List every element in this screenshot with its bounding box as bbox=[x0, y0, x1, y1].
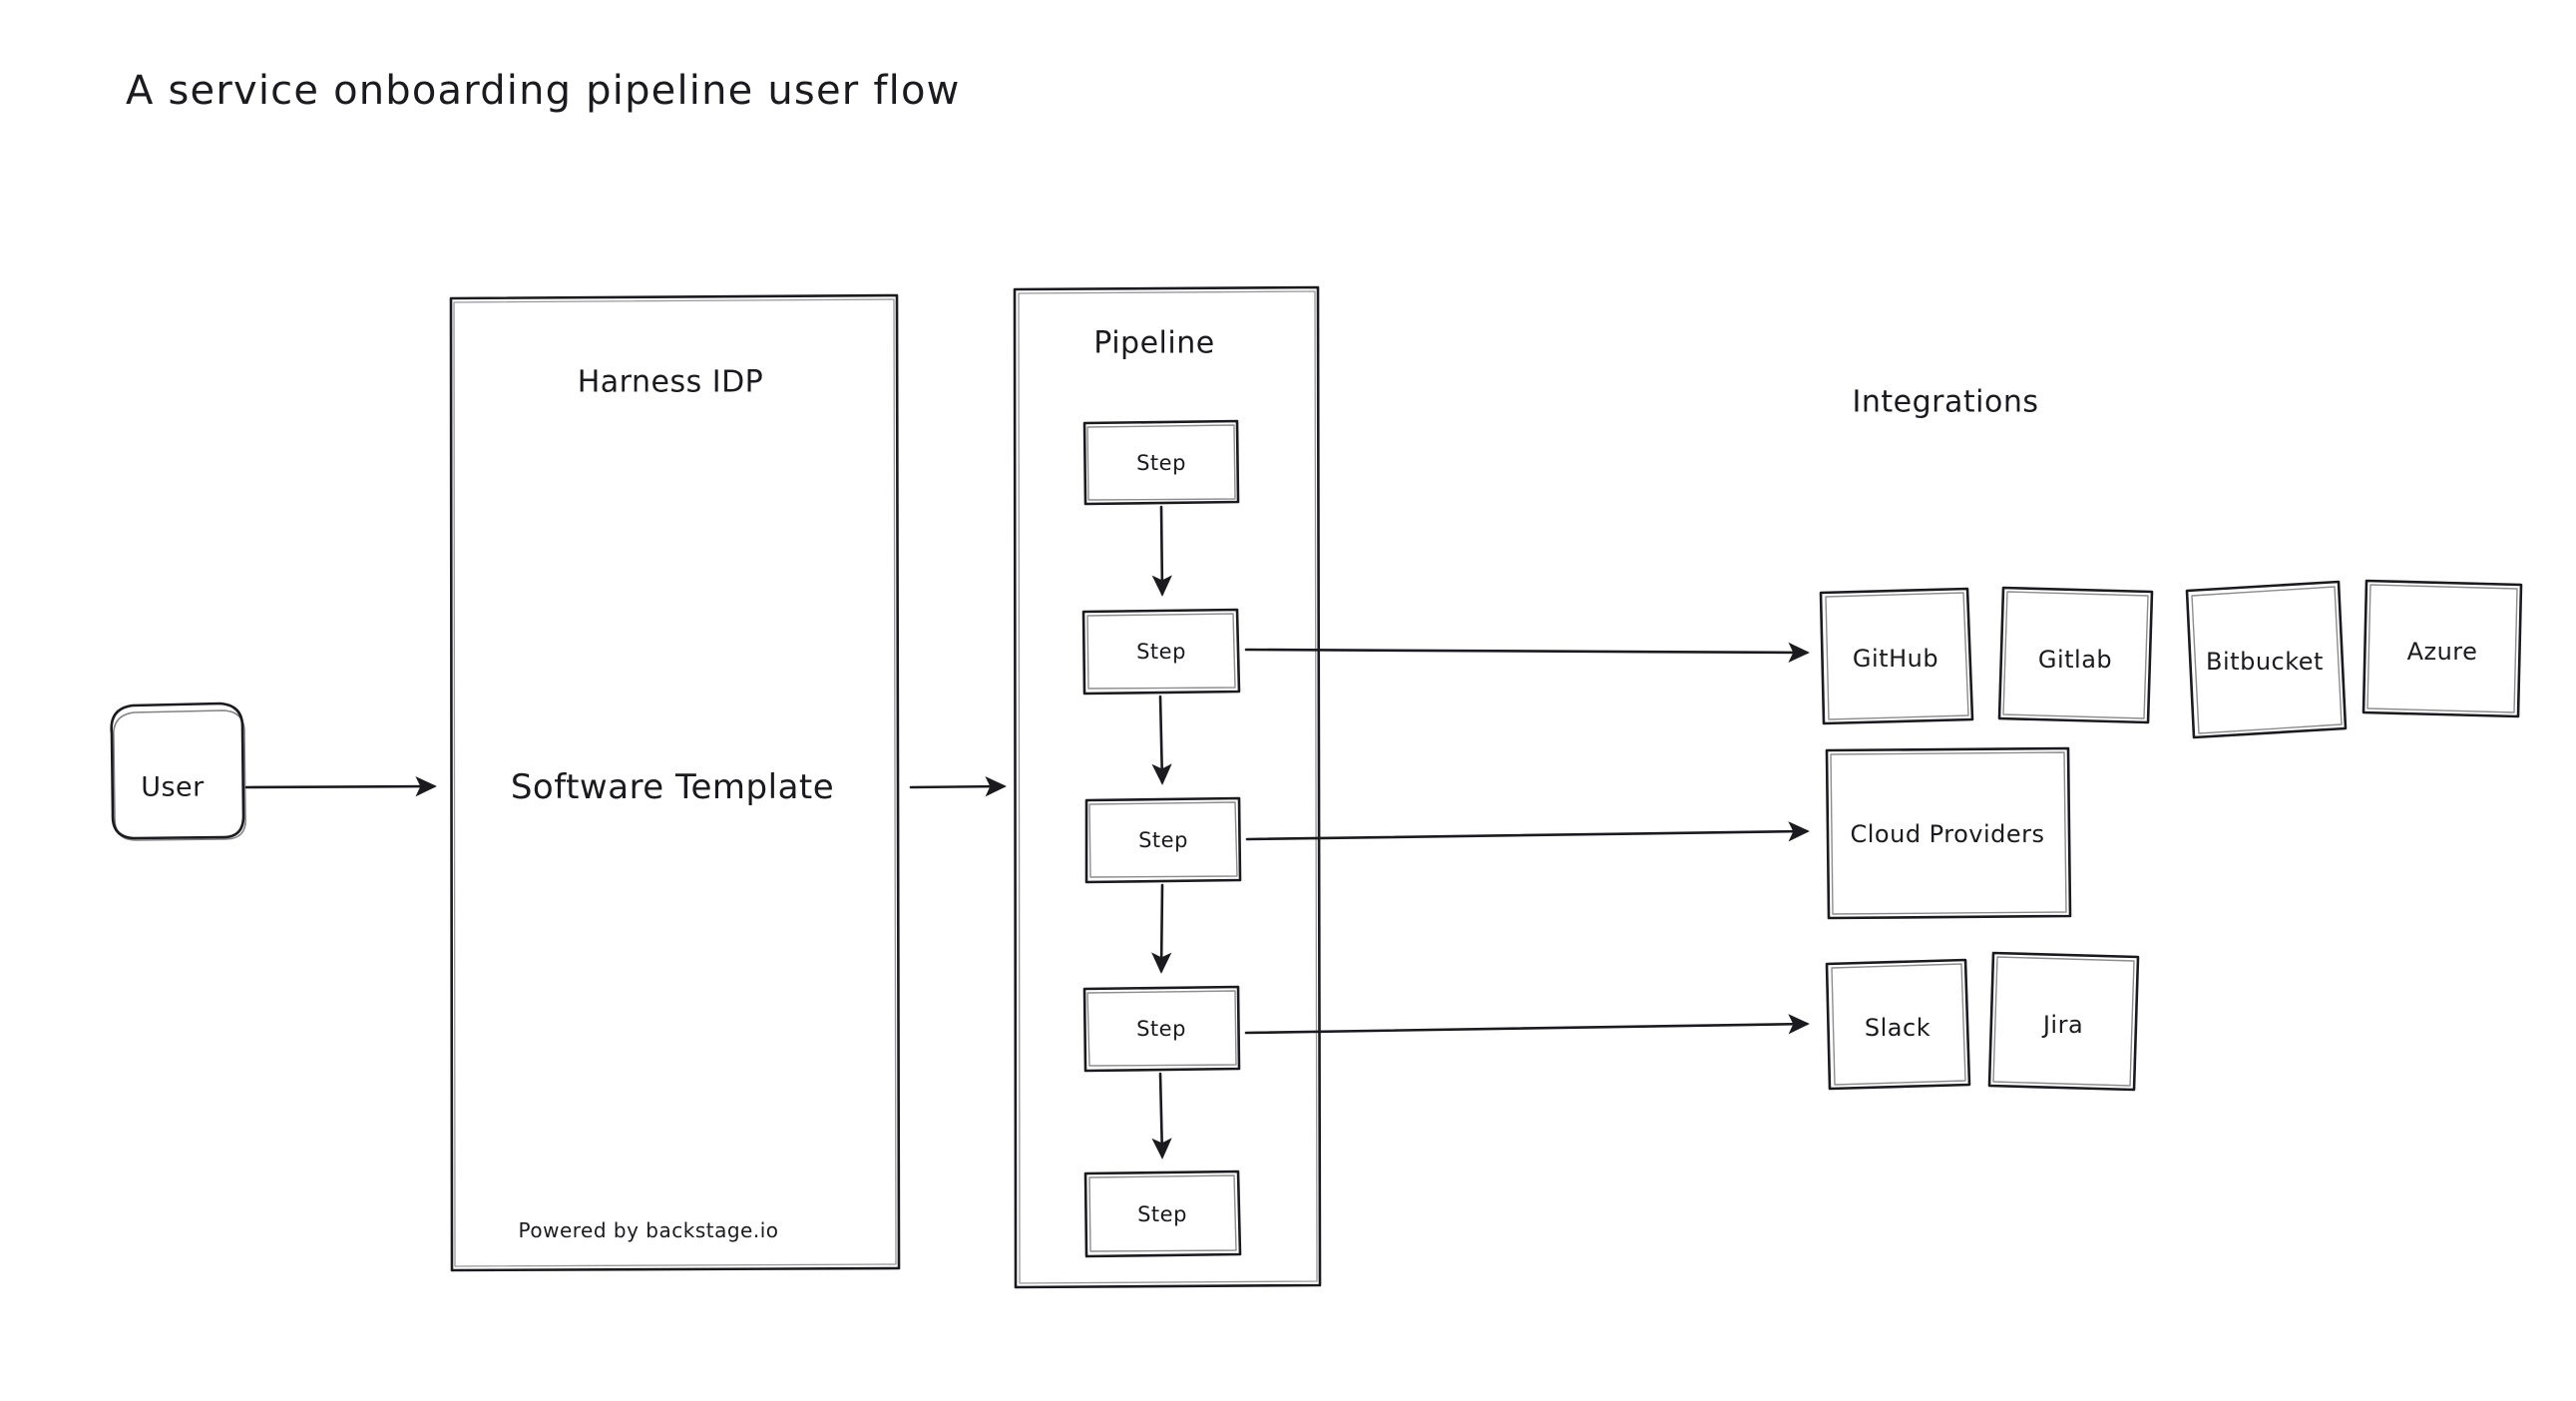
edge-step3-to-cloud-providers bbox=[1245, 821, 1810, 842]
integration-node-bitbucket[interactable] bbox=[2187, 582, 2347, 738]
harness-idp-container-shape bbox=[449, 293, 901, 1272]
user-node-shape bbox=[110, 701, 246, 841]
edge-step3-to-step4 bbox=[1151, 883, 1172, 974]
edge-idp-to-pipeline bbox=[909, 776, 1007, 797]
integration-box-cloud-providers-shape bbox=[1825, 746, 2072, 920]
pipeline-container-shape bbox=[1013, 285, 1322, 1289]
step-node-1[interactable] bbox=[1083, 421, 1240, 505]
integration-box-jira-shape bbox=[1987, 951, 2140, 1092]
integration-node-github[interactable] bbox=[1821, 589, 1973, 724]
edge-step2-to-step3 bbox=[1151, 695, 1172, 785]
step-node-2[interactable] bbox=[1083, 610, 1240, 695]
edge-step1-to-step2 bbox=[1151, 505, 1172, 597]
edge-step4-to-step5 bbox=[1151, 1072, 1172, 1160]
integration-node-cloud-providers[interactable] bbox=[1827, 748, 2071, 919]
edge-user-to-idp bbox=[244, 775, 437, 797]
step-box-3-shape bbox=[1084, 796, 1242, 884]
user-node[interactable] bbox=[110, 703, 249, 813]
step-box-4-shape bbox=[1082, 985, 1241, 1073]
integration-box-gitlab-shape bbox=[1997, 586, 2154, 724]
step-box-5-shape bbox=[1083, 1169, 1242, 1258]
integration-box-github-shape bbox=[1819, 587, 1974, 725]
integration-node-gitlab[interactable] bbox=[1999, 588, 2153, 723]
step-box-2-shape bbox=[1081, 608, 1241, 696]
integration-node-azure[interactable] bbox=[2363, 581, 2522, 717]
step-node-5[interactable] bbox=[1085, 1171, 1242, 1257]
integration-node-jira[interactable] bbox=[1989, 953, 2139, 1091]
edge-step2-to-github bbox=[1244, 642, 1810, 664]
harness-idp-container[interactable] bbox=[451, 295, 900, 1271]
integration-box-azure-shape bbox=[2361, 579, 2523, 718]
integration-box-bitbucket-shape bbox=[2185, 580, 2348, 739]
edge-step4-to-slack bbox=[1244, 1014, 1810, 1035]
integration-box-slack-shape bbox=[1825, 958, 1971, 1091]
step-node-4[interactable] bbox=[1083, 987, 1240, 1072]
integration-node-slack[interactable] bbox=[1827, 960, 1970, 1090]
step-box-1-shape bbox=[1082, 419, 1240, 506]
step-node-3[interactable] bbox=[1085, 798, 1242, 883]
